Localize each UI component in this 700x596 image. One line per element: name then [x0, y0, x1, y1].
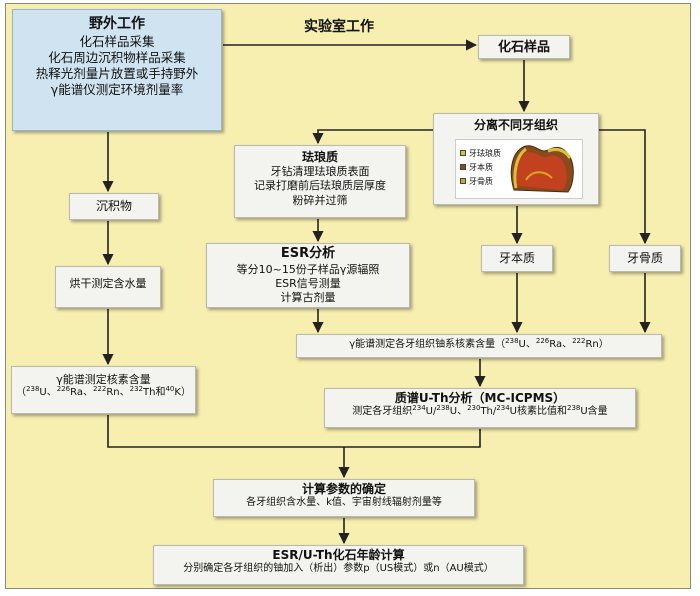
parameters-box: 计算参数的确定 各牙组织含水量、k值、宇宙射线辐射剂量等	[213, 479, 475, 517]
isotope-mass: 234	[496, 404, 510, 413]
tooth-section-image: 牙珐琅质 牙本质 牙骨质	[455, 139, 583, 199]
element-text: Th和	[143, 387, 166, 399]
element-text: （	[16, 387, 27, 399]
age-calc-title: ESR/U-Th化石年龄计算	[272, 548, 405, 562]
isotope-mass: 40	[165, 385, 175, 394]
element-text: U、	[39, 387, 57, 399]
isotope-mass: 238	[566, 404, 581, 413]
enamel-line: 粉碎并过筛	[292, 193, 348, 207]
parameters-line: 各牙组织含水量、k值、宇宙射线辐射剂量等	[246, 497, 442, 509]
cementum-box: 牙骨质	[609, 245, 681, 272]
isotope-mass: 238	[436, 404, 450, 413]
lab-work-title: 实验室工作	[304, 19, 374, 35]
legend-enamel: 牙珐琅质	[469, 149, 501, 158]
sediment-label: 沉积物	[95, 199, 132, 213]
cementum-label: 牙骨质	[626, 251, 663, 265]
element-text: Rn、	[106, 387, 130, 399]
element-text: Th/	[480, 406, 497, 418]
age-calc-line: 分别确定各牙组织的铀加入（析出）参数p（US模式）或n（AU模式）	[183, 563, 494, 575]
isotope-mass: 230	[467, 404, 481, 413]
gamma-sediment-box: γ能谱测定核素含量 （238U、226Ra、222Rn、232Th和40K）	[11, 366, 196, 414]
legend-swatch-enamel	[460, 150, 466, 156]
legend-dentine: 牙本质	[469, 163, 493, 172]
uth-analysis-box: 质谱U-Th分析（MC-ICPMS） 测定各牙组织234U/238U、230Th…	[324, 388, 636, 428]
legend-cementum: 牙骨质	[469, 177, 493, 186]
field-work-line: 化石样品采集	[79, 33, 155, 49]
uth-line: 测定各牙组织234U/238U、230Th/234U核素比值和238U含量	[325, 404, 635, 419]
gamma-teeth-text: γ能谱测定各牙组织铀系核素含量（	[349, 339, 506, 350]
field-work-title: 野外工作	[89, 16, 145, 32]
isotope-mass: 222	[572, 337, 586, 345]
element-text: U核素比值和	[509, 406, 567, 418]
gamma-sediment-title: γ能谱测定核素含量	[56, 373, 151, 386]
fossil-sample-box: 化石样品	[478, 35, 570, 59]
enamel-title: 珐琅质	[301, 150, 338, 164]
legend-swatch-dentine	[460, 164, 466, 170]
dry-water-label: 烘干测定含水量	[69, 277, 147, 290]
isotope-mass: 234	[412, 404, 426, 413]
field-work-box: 野外工作 化石样品采集 化石周边沉积物样品采集 热释光剂量片放置或手持野外 γ能…	[12, 9, 222, 131]
element-text: U、	[449, 406, 468, 418]
connector-uth-to-merge	[344, 429, 481, 448]
isotope-mass: 238	[26, 385, 40, 394]
dry-water-box: 烘干测定含水量	[55, 266, 161, 308]
dentine-label: 牙本质	[498, 251, 535, 265]
dentine-box: 牙本质	[481, 245, 553, 272]
element-text: U/	[425, 406, 437, 418]
element-text: Ra、	[549, 339, 573, 350]
esr-analysis-box: ESR分析 等分10~15份子样品γ源辐照 ESR信号测量 计算古剂量	[206, 243, 410, 308]
field-work-line: γ能谱仪测定环境剂量率	[50, 81, 184, 97]
field-work-line: 热释光剂量片放置或手持野外	[35, 65, 199, 81]
isotope-mass: 238	[505, 337, 519, 345]
arrow-separate-to-cementum	[599, 129, 651, 245]
fossil-sample-label: 化石样品	[497, 40, 550, 55]
esr-title: ESR分析	[280, 246, 336, 261]
element-text: Rn）	[585, 339, 609, 350]
element-text: K）	[174, 387, 191, 399]
enamel-line: 记录打磨前后珐琅质层厚度	[254, 179, 386, 193]
element-text: U含量	[580, 406, 608, 418]
enamel-line: 牙钻清理珐琅质表面	[270, 165, 370, 179]
parameters-title: 计算参数的确定	[301, 482, 386, 496]
legend-swatch-cementum	[460, 178, 466, 184]
field-work-line: 化石周边沉积物样品采集	[48, 49, 186, 65]
gamma-sediment-isotopes: （238U、226Ra、222Rn、232Th和40K）	[12, 385, 195, 400]
enamel-box: 珐琅质 牙钻清理珐琅质表面 记录打磨前后珐琅质层厚度 粉碎并过筛	[234, 145, 406, 218]
esr-line: 等分10~15份子样品γ源辐照	[236, 262, 380, 276]
element-text: Ra、	[70, 387, 93, 399]
isotope-mass: 226	[535, 337, 550, 345]
esr-line: ESR信号测量	[275, 276, 341, 290]
uth-title: 质谱U-Th分析（MC-ICPMS）	[394, 391, 566, 405]
isotope-mass: 226	[56, 385, 71, 394]
element-text: 测定各牙组织	[352, 406, 413, 418]
sediment-box: 沉积物	[69, 193, 159, 220]
gamma-teeth-box: γ能谱测定各牙组织铀系核素含量（238U、226Ra、222Rn）	[296, 334, 662, 358]
isotope-mass: 232	[129, 385, 144, 394]
element-text: U、	[518, 339, 536, 350]
tooth-drawing	[510, 145, 574, 193]
separate-tissues-title: 分离不同牙组织	[473, 118, 558, 132]
arrow-separate-to-enamel	[312, 129, 433, 145]
connector-gamma-sed-to-merge	[107, 415, 344, 448]
age-calc-box: ESR/U-Th化石年龄计算 分别确定各牙组织的铀加入（析出）参数p（US模式）…	[153, 545, 524, 585]
isotope-mass: 222	[92, 385, 107, 394]
esr-line: 计算古剂量	[280, 290, 336, 304]
